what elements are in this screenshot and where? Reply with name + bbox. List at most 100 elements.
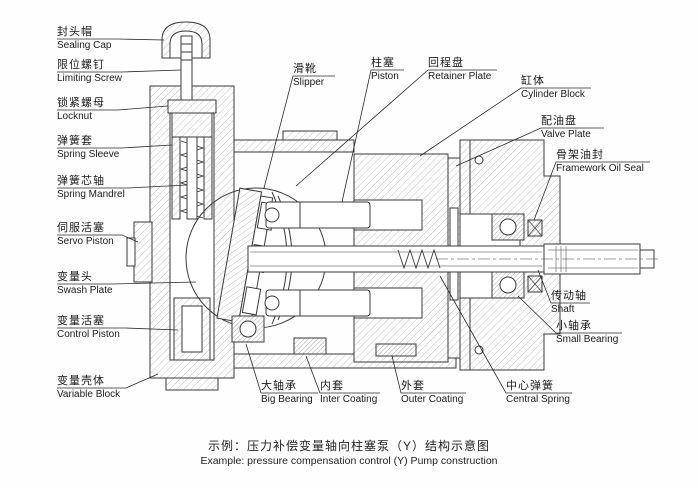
- label-piston-en: Piston: [371, 71, 399, 82]
- label-valve-plate: 配油盘 Valve Plate: [541, 115, 591, 141]
- leader-line-servo-piston: [57, 234, 139, 243]
- label-cylinder-block-en: Cylinder Block: [521, 89, 585, 100]
- label-swash-plate-cn: 变量头: [57, 271, 93, 283]
- label-central-spring: 中心弹簧 Central Spring: [506, 380, 570, 406]
- leader-line-control-piston: [57, 327, 179, 331]
- label-locknut-en: Locknut: [57, 111, 93, 122]
- caption-en: Example: pressure compensation control (…: [200, 455, 498, 467]
- label-control-piston-cn: 变量活塞: [57, 315, 105, 327]
- big-bearing-part: [231, 315, 265, 343]
- label-control-piston: 变量活塞 Control Piston: [57, 315, 120, 341]
- leader-line-central-spring: [439, 275, 572, 394]
- caption-cn: 示例：压力补偿变量轴向柱塞泵（Y）结构示意图: [207, 439, 490, 453]
- shaft-part: [247, 243, 660, 275]
- label-shaft-en: Shaft: [551, 304, 575, 315]
- small-bearing-part: [491, 213, 525, 299]
- leader-line-slipper: [263, 75, 335, 189]
- label-limiting-screw-cn: 限位螺钉: [57, 59, 105, 71]
- label-spring-sleeve-en: Spring Sleeve: [57, 149, 120, 160]
- label-framework-oil-seal: 骨架油封 Framework Oil Seal: [556, 149, 644, 175]
- leader-line-big-bearing: [245, 343, 318, 394]
- framework-oil-seal-part: [527, 219, 543, 293]
- label-sealing-cap-cn: 封头帽: [57, 26, 93, 38]
- label-cylinder-block-cn: 缸体: [521, 75, 545, 87]
- servo-piston-part: [126, 221, 153, 283]
- label-small-bearing: 小轴承 Small Bearing: [556, 320, 618, 346]
- label-spring-sleeve: 弹簧套 Spring Sleeve: [57, 135, 119, 161]
- outer-coating-part: [375, 343, 417, 357]
- leader-line-swash-plate: [57, 281, 197, 285]
- spring-mandrel-part: [186, 136, 198, 220]
- label-big-bearing: 大轴承 Big Bearing: [261, 380, 313, 406]
- label-slipper-cn: 滑靴: [293, 63, 317, 75]
- label-slipper-en: Slipper: [293, 77, 325, 88]
- label-retainer-plate-en: Retainer Plate: [428, 71, 492, 82]
- control-piston-part: [173, 297, 211, 361]
- leader-line-small-bearing: [517, 295, 622, 334]
- leader-line-retainer-plate: [295, 69, 497, 187]
- label-inter-coating-en: Inter Coating: [320, 394, 378, 405]
- label-variable-block-en: Variable Block: [57, 389, 121, 400]
- leader-line-inter-coating: [305, 355, 380, 394]
- label-spring-mandrel-en: Spring Mandrel: [57, 189, 125, 200]
- label-piston: 柱塞 Piston: [371, 57, 399, 83]
- label-swash-plate-en: Swash Plate: [57, 285, 113, 296]
- label-limiting-screw: 限位螺钉 Limiting Screw: [57, 59, 122, 85]
- label-inter-coating-cn: 内套: [320, 380, 344, 392]
- label-small-bearing-cn: 小轴承: [556, 320, 592, 332]
- leader-line-sealing-cap: [57, 38, 165, 41]
- label-central-spring-en: Central Spring: [506, 394, 570, 405]
- label-variable-block: 变量壳体 Variable Block: [57, 375, 120, 401]
- leader-line-spring-mandrel: [57, 184, 188, 189]
- label-inter-coating: 内套 Inter Coating: [320, 380, 377, 406]
- label-servo-piston-en: Servo Piston: [57, 236, 114, 247]
- leader-line-framework-oil-seal: [533, 161, 650, 221]
- label-valve-plate-cn: 配油盘: [541, 115, 577, 127]
- label-shaft: 传动轴 Shaft: [551, 290, 587, 316]
- label-framework-oil-seal-cn: 骨架油封: [556, 149, 604, 161]
- label-servo-piston: 伺服活塞 Servo Piston: [57, 222, 114, 248]
- leader-line-valve-plate: [455, 127, 604, 167]
- inter-coating-part: [293, 337, 327, 355]
- leader-line-shaft: [537, 269, 590, 304]
- label-framework-oil-seal-en: Framework Oil Seal: [556, 163, 644, 174]
- label-locknut-cn: 锁紧螺母: [57, 97, 105, 109]
- leader-line-outer-coating: [391, 355, 466, 394]
- leader-lines: [57, 38, 650, 394]
- locknut-part: [167, 99, 217, 114]
- leader-line-piston: [341, 69, 404, 203]
- label-spring-mandrel-cn: 弹簧芯轴: [57, 175, 105, 187]
- label-variable-block-cn: 变量壳体: [57, 375, 105, 387]
- label-outer-coating: 外套 Outer Coating: [401, 380, 463, 406]
- label-spring-sleeve-cn: 弹簧套: [57, 135, 93, 147]
- label-outer-coating-cn: 外套: [401, 380, 425, 392]
- leader-line-spring-sleeve: [57, 144, 173, 149]
- label-locknut: 锁紧螺母 Locknut: [57, 97, 105, 123]
- piston-part: [264, 201, 371, 317]
- label-sealing-cap: 封头帽 Sealing Cap: [57, 26, 111, 52]
- diagram-caption: 示例：压力补偿变量轴向柱塞泵（Y）结构示意图 Example: pressure…: [0, 438, 698, 469]
- label-outer-coating-en: Outer Coating: [401, 394, 464, 405]
- limiting-screw-part: [180, 35, 193, 103]
- leader-line-cylinder-block: [419, 87, 591, 157]
- label-shaft-cn: 传动轴: [551, 290, 587, 302]
- label-spring-mandrel: 弹簧芯轴 Spring Mandrel: [57, 175, 125, 201]
- label-big-bearing-en: Big Bearing: [261, 394, 313, 405]
- label-slipper: 滑靴 Slipper: [293, 63, 324, 89]
- leader-line-variable-block: [57, 373, 159, 389]
- leader-line-locknut: [57, 105, 169, 111]
- label-piston-cn: 柱塞: [371, 57, 395, 69]
- label-big-bearing-cn: 大轴承: [261, 380, 297, 392]
- label-control-piston-en: Control Piston: [57, 329, 120, 340]
- label-central-spring-cn: 中心弹簧: [506, 380, 554, 392]
- label-cylinder-block: 缸体 Cylinder Block: [521, 75, 585, 101]
- label-swash-plate: 变量头 Swash Plate: [57, 271, 113, 297]
- label-retainer-plate: 回程盘 Retainer Plate: [428, 57, 491, 83]
- central-spring-part: [397, 248, 441, 270]
- leader-line-limiting-screw: [57, 69, 182, 73]
- label-retainer-plate-cn: 回程盘: [428, 57, 464, 69]
- spring-sleeve-part: [171, 112, 213, 220]
- label-small-bearing-en: Small Bearing: [556, 334, 619, 345]
